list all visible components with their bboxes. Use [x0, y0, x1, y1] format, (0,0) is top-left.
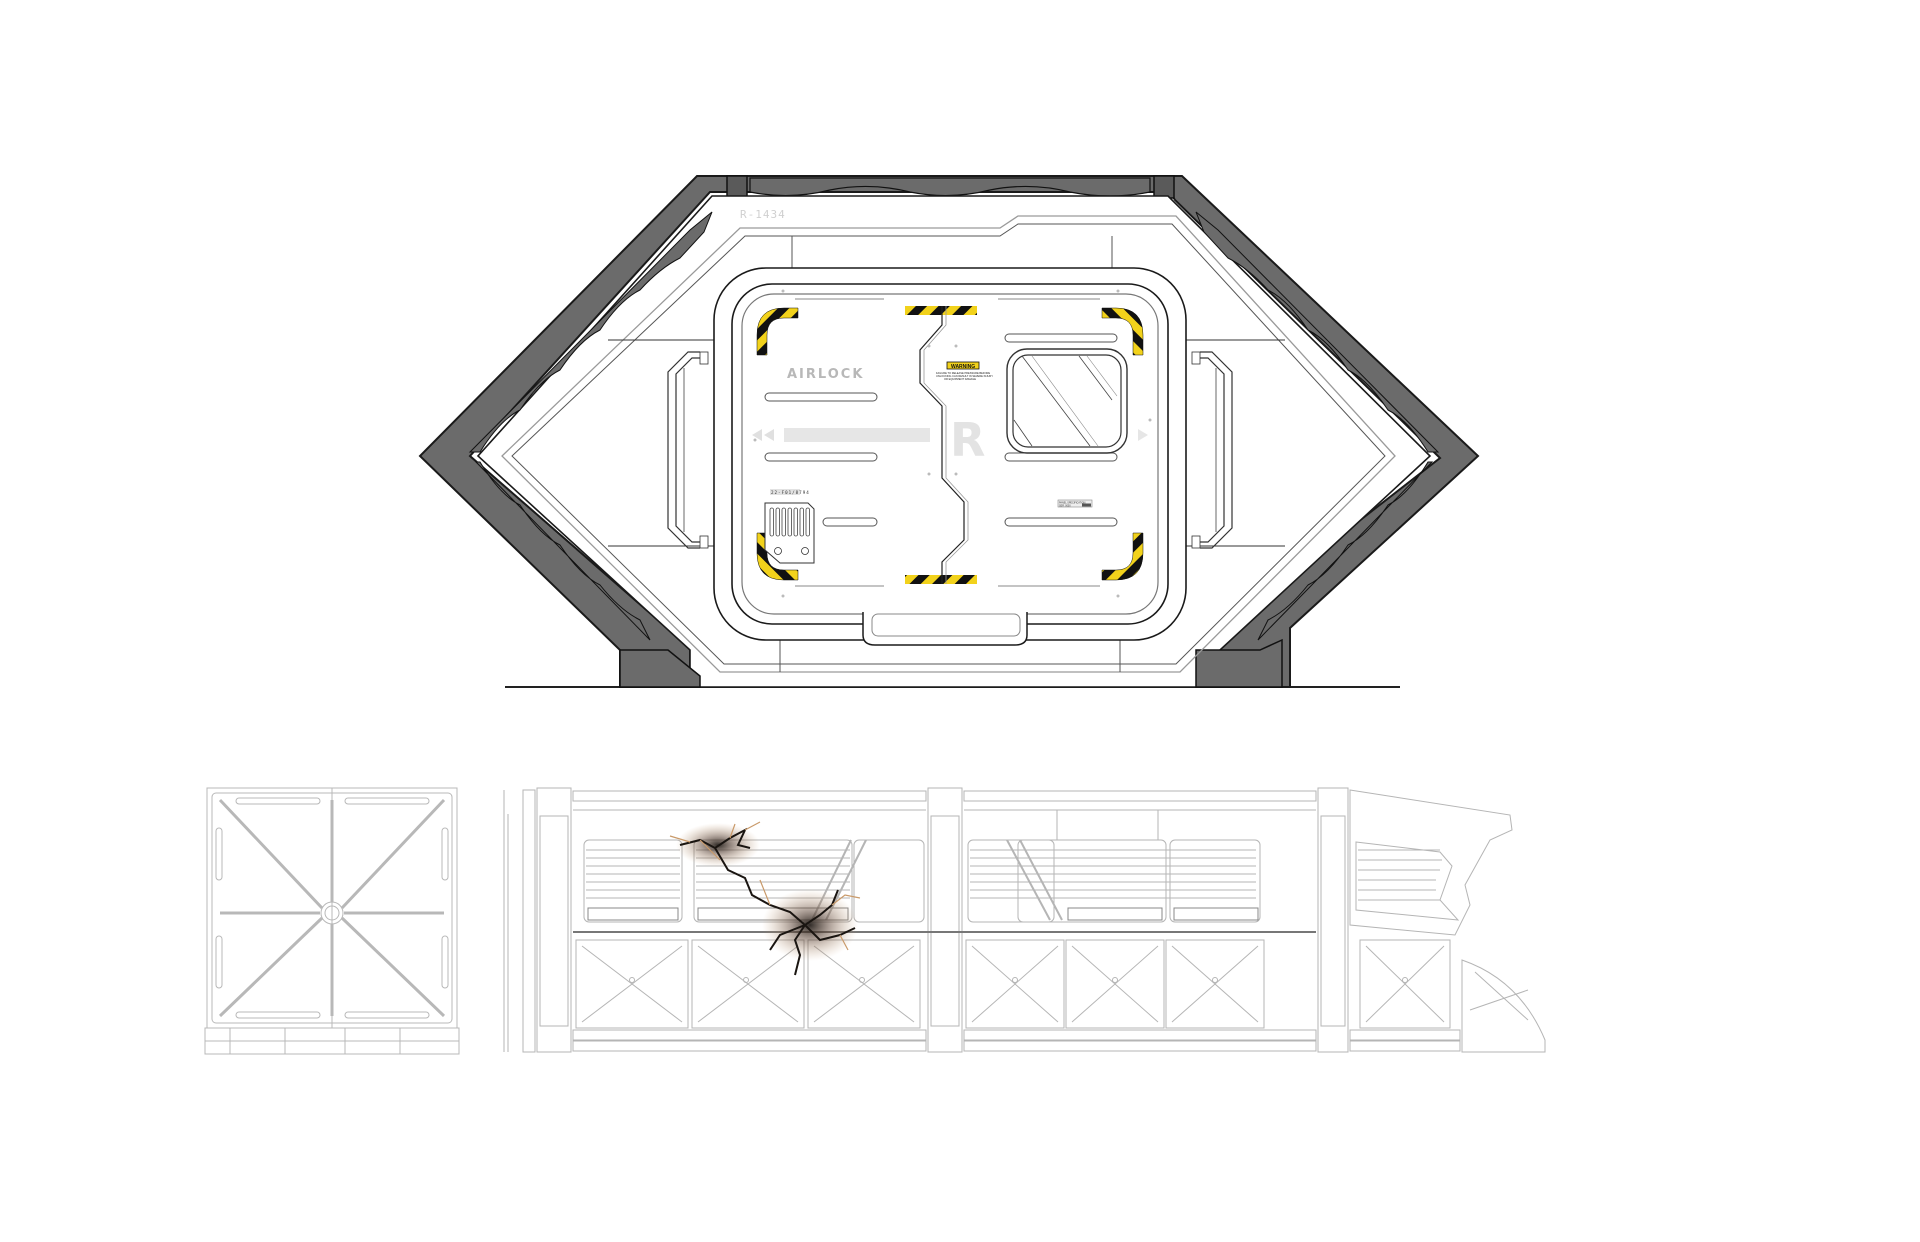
hazard-stripe-top-left [756, 307, 799, 356]
arrow-left-icon-2 [764, 429, 774, 441]
inner-lining-right-bottom [1257, 461, 1434, 641]
warning-header: WARNING [951, 364, 975, 370]
base-block-left [619, 649, 701, 688]
base-block-right [1195, 638, 1283, 688]
rail-left-3 [822, 517, 878, 527]
inner-panel-frame-2 [511, 223, 1386, 665]
warning-line-3: OR EQUIPMENT DAMAGE [944, 377, 976, 381]
hazard-stripe-top-center [905, 306, 977, 315]
spec-plate-line-2: SER. 0000 [1059, 505, 1071, 508]
screw-icon [801, 547, 809, 555]
top-cap-left [726, 175, 748, 199]
spec-plate-line-1: PANEL SPECIFICATION [1059, 502, 1086, 505]
grab-handle-left[interactable] [667, 351, 709, 549]
door-bottom-step [862, 612, 1028, 646]
hazard-stripe-bottom-left [756, 532, 799, 581]
rail-right-2 [1004, 452, 1118, 462]
x-panels [575, 939, 1451, 1029]
inner-lining-left-top [468, 211, 713, 453]
top-cap-right [1153, 175, 1175, 199]
hazard-stripe-bottom-center [905, 575, 977, 584]
panel-tag-bg [770, 489, 800, 495]
rail-left-1 [764, 392, 878, 402]
porthole-window [1006, 348, 1128, 454]
door-split-line [919, 306, 965, 584]
damage-mark [669, 821, 861, 976]
arrow-left-icon [752, 429, 762, 441]
inner-panel-frame [501, 215, 1396, 673]
rail-right-1 [1004, 333, 1118, 343]
airlock-label: AIRLOCK [787, 367, 864, 382]
screw-icon [774, 547, 782, 555]
warning-line-1: FAILURE TO RELEASE PRESSURE BEFORE [936, 371, 990, 375]
vent-box [764, 502, 815, 564]
panel-tag: 22-F01/8794 [771, 490, 810, 495]
spec-plate: PANEL SPECIFICATION SER. 0000 [1057, 499, 1093, 508]
inner-lining-right-top [1195, 211, 1440, 453]
door-bottom-step-inner [871, 613, 1021, 637]
airlock-elevation: AIRLOCK R-1434 R WARNING FAILURE TO RELE… [418, 175, 1480, 688]
wall-section [503, 787, 1546, 1053]
hazard-stripe-top-right [1101, 307, 1144, 356]
warning-label: WARNING FAILURE TO RELEASE PRESSURE BEFO… [936, 361, 993, 381]
hazard-stripe-bottom-right [1101, 532, 1144, 581]
direction-bar [784, 428, 930, 442]
inner-lining-left-bottom [474, 461, 651, 641]
code-label: R-1434 [740, 208, 786, 221]
top-bar-wave [749, 177, 1151, 197]
door-split-line-2 [923, 306, 969, 584]
arrow-right-icon [1138, 429, 1148, 441]
grab-handle-right[interactable] [1191, 351, 1233, 549]
warning-line-2: UNLOCKING CAN RESULT IN SEVERE INJURY [936, 374, 993, 378]
rail-right-3 [1004, 517, 1118, 527]
door-letter: R [950, 413, 985, 467]
rail-left-2 [764, 452, 878, 462]
square-panel [204, 787, 460, 1055]
rivets [753, 289, 1152, 598]
direction-indicator [752, 428, 1148, 442]
